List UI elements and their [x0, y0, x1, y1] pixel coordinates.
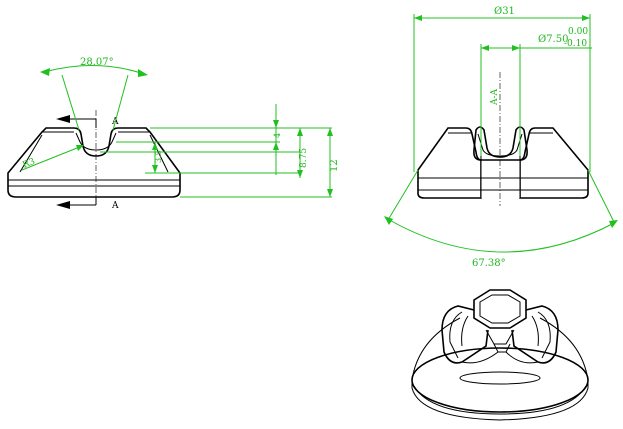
section-view: A-A Ø31 Ø7.50 0.00 -0.10 67.38°	[384, 6, 618, 269]
section-arrow-bottom	[56, 201, 70, 209]
bore-tolerance-upper: 0.00	[568, 27, 588, 37]
bore-tolerance-lower: -0.10	[564, 39, 587, 49]
included-angle-label: 67.38°	[472, 258, 506, 269]
section-view-label: A-A	[490, 88, 500, 106]
height-total-label: 12	[329, 159, 340, 172]
section-marker-bottom: A	[111, 201, 119, 211]
groove-angle-label: 28.07°	[80, 57, 114, 68]
isometric-view	[411, 289, 589, 421]
section-right-half	[519, 127, 589, 199]
height-mid-label: 3.5	[154, 150, 163, 163]
section-arrow-top	[56, 115, 70, 123]
bore-diameter-label: Ø7.50	[538, 34, 568, 45]
radius-label: R3	[21, 157, 37, 171]
height-small-label: 4	[273, 133, 282, 138]
outer-diameter-label: Ø31	[494, 6, 515, 17]
front-view-outline	[7, 127, 181, 198]
included-angle-arc	[385, 217, 617, 253]
height-groove-label: 8.75	[299, 148, 309, 168]
front-view: A A 28.07° R3 4 3.5	[7, 57, 340, 211]
section-left-half	[417, 127, 482, 199]
